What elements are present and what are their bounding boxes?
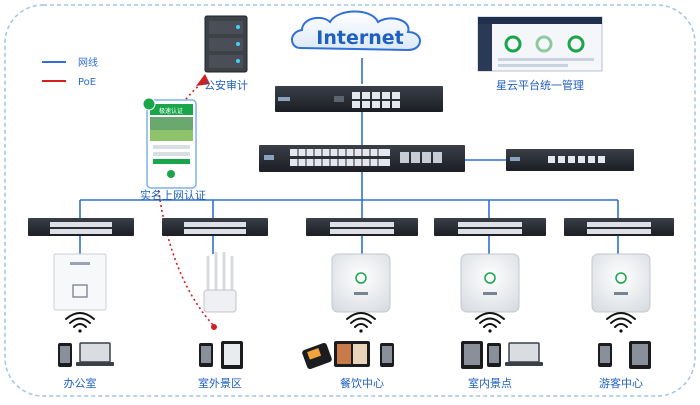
zone-label-indoor: 室内景点 [468, 376, 512, 390]
wifi-icon-indoor [475, 312, 505, 333]
client-devices [58, 341, 651, 369]
internet-label: Internet [316, 27, 403, 49]
outdoor-tablet-icon [221, 341, 243, 369]
management-label: 星云平台统一管理 [496, 78, 584, 92]
access-switch-3 [306, 218, 418, 236]
wifi-icon-visitor [606, 312, 636, 333]
audit-label: 公安审计 [204, 78, 248, 92]
access-switch-1 [28, 218, 134, 236]
gateway-router-icon [275, 86, 443, 112]
ceiling-ap-icon-indoor [460, 253, 520, 313]
access-switch-5 [564, 218, 674, 236]
access-switch-2 [162, 218, 268, 236]
ceiling-ap-icon-dining [331, 253, 391, 313]
visitor-phone-icon [598, 343, 612, 367]
auth-label: 实名上网认证 [140, 188, 206, 202]
management-dashboard-icon [477, 16, 603, 72]
outdoor-ap-icon [203, 252, 237, 313]
core-switch-icon [259, 145, 465, 172]
visitor-tablet-icon [629, 341, 651, 369]
secondary-switch-icon [506, 149, 634, 171]
ceiling-ap-icon-visitor [591, 253, 651, 313]
zone-label-visitor: 游客中心 [599, 376, 643, 390]
wifi-icon-office [65, 312, 95, 333]
legend-poe-label: PoE [78, 77, 96, 88]
access-switch-4 [434, 218, 546, 236]
wifi-icon-dining [346, 312, 376, 333]
auth-phone-title: 极速认证 [159, 107, 183, 115]
zone-label-outdoor: 室外景区 [198, 376, 242, 390]
auth-flow-arrowhead [196, 74, 210, 86]
internet-cloud: Internet [291, 10, 421, 52]
zone-labels: 办公室 室外景区 餐饮中心 室内景点 游客中心 [64, 376, 644, 390]
office-phone-icon [58, 343, 72, 367]
indoor-tablet-icon [461, 341, 483, 369]
audit-server-icon [204, 15, 248, 73]
outer-frame [4, 4, 696, 397]
zone-label-office: 办公室 [64, 376, 97, 390]
wifi-signals [65, 312, 636, 333]
panel-ap-icon [53, 253, 107, 311]
auth-phone-icon: 极速认证 [142, 97, 197, 189]
zone-label-dining: 餐饮中心 [340, 376, 384, 390]
dining-pos-terminal-icon [302, 343, 332, 369]
indoor-phone-icon [487, 343, 501, 367]
office-laptop-icon [76, 342, 114, 366]
indoor-laptop-icon [505, 342, 543, 366]
legend: 网线 PoE [42, 56, 98, 88]
dining-menu-tablet-icon [334, 341, 370, 367]
network-links [79, 58, 619, 254]
access-switches [28, 218, 674, 236]
auth-flow-endpoint [211, 324, 217, 330]
dining-phone-icon [380, 343, 394, 367]
outdoor-phone-icon [199, 343, 213, 367]
legend-network-label: 网线 [78, 56, 98, 69]
